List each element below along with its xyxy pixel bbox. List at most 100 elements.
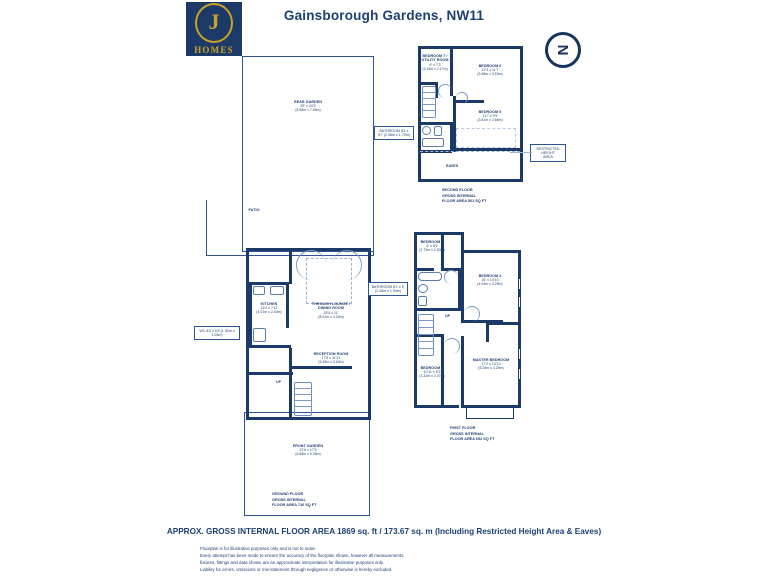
wall-bath-top	[441, 268, 461, 271]
kitchen-sink-fixture	[253, 286, 265, 295]
door-swing-bed2	[464, 306, 480, 322]
room-label-kitchen: KITCHEN 13'2 x 7'11 (4.01m x 2.40m)	[256, 302, 282, 315]
first-floor-caption: FIRST FLOOR GROSS INTERNAL FLOOR AREA 65…	[450, 426, 495, 441]
wall-left-outer	[418, 46, 421, 182]
stair-tread	[294, 388, 312, 389]
wall-front-right	[462, 405, 520, 408]
door-swing-bed3	[444, 338, 460, 354]
stair-tread	[422, 98, 436, 99]
room-label-bedroom-3: BEDROOM 3 10'11 x 8'2 (3.32m x 2.47m)	[419, 366, 445, 379]
room-label-reception-room: RECEPTION ROOM 17'8 x 11'11 (5.39m x 3.6…	[313, 352, 349, 365]
stair-tread	[294, 400, 312, 401]
wall-right-outer	[518, 250, 521, 408]
ground-floor-plan: REAR GARDEN 25' x 24'9 (8.58m x 7.55m) P…	[186, 52, 386, 516]
door-swing-rear-1	[296, 250, 326, 280]
stair-tread	[418, 348, 434, 349]
lounge-ceiling-feature	[306, 258, 352, 304]
basin-fixture	[418, 284, 428, 293]
wall-bath-right	[450, 122, 453, 152]
stair-tread	[418, 341, 434, 342]
room-label-bathroom: BATHROOM 8'1 x 5' (2.45m x 1.53m)	[368, 282, 408, 296]
room-label-bedroom-7-utility: BEDROOM 7 / UTILITY ROOM 9' x 7'2 (3.15m…	[421, 54, 449, 71]
wall-bath-right	[458, 268, 461, 310]
wall-right-outer	[520, 46, 523, 182]
door-swing-bathroom	[444, 270, 458, 284]
restricted-leader-line	[510, 152, 532, 153]
wall-bath-top	[418, 122, 452, 125]
room-label-rear-garden: REAR GARDEN 25' x 24'9 (8.58m x 7.55m)	[293, 100, 322, 113]
window-mark	[518, 296, 521, 308]
bath-fixture	[422, 138, 444, 147]
stair-direction-label: UP	[276, 380, 281, 384]
eaves-divider	[420, 151, 520, 178]
ground-floor-caption: GROUND FLOOR GROSS INTERNAL FLOOR AREA 7…	[272, 492, 317, 507]
door-swing-landing	[438, 84, 452, 98]
basin-fixture	[422, 126, 431, 135]
door-swing-bed6	[456, 92, 468, 104]
kitchen-hob-fixture	[253, 328, 266, 342]
wall-rear	[418, 46, 523, 49]
wall-kitchen-top	[249, 282, 289, 285]
wall-corridor	[453, 96, 456, 152]
stair-tread	[422, 92, 436, 93]
room-label-master-bedroom: MASTER BEDROOM 17'2 x 10'10 (5.26m x 3.2…	[472, 358, 510, 371]
wall-wc	[249, 372, 293, 375]
first-floor-plan: BEDROOM 4 9' x 8'2 (2.73m x 2.50m) BEDRO…	[368, 226, 590, 456]
wall-bath-bottom	[414, 308, 461, 311]
wall-ensuite-left	[486, 322, 489, 342]
second-floor-caption: SECOND FLOOR GROSS INTERNAL FLOOR AREA 5…	[442, 188, 487, 203]
room-label-wc: WC 8'2 x 5'5 (1.50m x 1.03m)	[194, 326, 240, 340]
room-label-patio: PATIO	[248, 208, 260, 212]
window-mark	[518, 348, 521, 360]
stair-tread	[418, 334, 434, 335]
wall-landing-left	[435, 82, 438, 98]
wall-left-outer	[246, 248, 249, 420]
bay-window	[466, 407, 514, 419]
wall-bed2-left	[461, 252, 464, 322]
wall-bed4-right	[441, 234, 444, 271]
window-mark	[518, 278, 521, 290]
wall-kitchen-left	[249, 282, 252, 348]
page-title: Gainsborough Gardens, NW11	[283, 8, 485, 23]
wall-bed4-bottom	[414, 268, 434, 271]
room-label-through-lounge: THROUGH LOUNGE / DINING ROOM 25'5 x 11' …	[311, 302, 351, 319]
gross-area-statement: APPROX. GROSS INTERNAL FLOOR AREA 1869 s…	[166, 527, 602, 536]
door-mark-rear-2	[336, 248, 358, 251]
stair-tread	[294, 406, 312, 407]
front-garden-outline	[244, 412, 370, 516]
wall-eaves-top	[456, 148, 520, 151]
stair-tread	[418, 320, 434, 321]
kitchen-counter-fixture	[270, 286, 284, 295]
wall-lounge-front	[290, 366, 352, 369]
window-mark	[518, 368, 521, 380]
stair-tread	[418, 327, 434, 328]
stair-direction-label: UP	[445, 314, 450, 318]
wall-right-outer	[368, 248, 371, 420]
wall-reception-left	[289, 382, 292, 420]
door-swing-rear-2	[332, 250, 362, 280]
stair-tread	[422, 104, 436, 105]
wall-front-left	[414, 405, 459, 408]
toilet-fixture	[434, 126, 442, 136]
wall-master-left	[461, 336, 464, 408]
wall-passage	[289, 250, 292, 284]
disclaimer-text: Floorplan is for illustrative purposes o…	[200, 546, 405, 573]
room-label-bedroom-6: BEDROOM 6 12'3 x 11'7 (3.68m x 3.53m)	[477, 64, 503, 77]
wall-bed2-bottom	[461, 320, 503, 323]
eaves-label: EAVES	[446, 164, 459, 168]
stair-tread	[422, 110, 436, 111]
wall-front	[246, 417, 371, 420]
staircase	[418, 314, 434, 356]
stair-tread	[294, 394, 312, 395]
staircase	[422, 86, 436, 118]
room-label-bathroom: BATHROOM 8'1 x 5'7 (2.46m x 1.70m)	[374, 126, 414, 140]
bath-fixture	[418, 272, 442, 281]
wall-bed7-right	[450, 46, 453, 84]
room-label-bedroom-2: BEDROOM 2 15' x 10'10 (4.04m x 3.29m)	[477, 274, 503, 287]
wall-kitchen-right	[286, 282, 289, 328]
room-label-bedroom-4: BEDROOM 4 9' x 8'2 (2.73m x 2.50m)	[419, 240, 445, 253]
room-label-front-garden: FRONT GARDEN 22'6 x 17'6 (6.88m x 5.36m)	[292, 444, 324, 457]
wall-kitchen-bottom	[249, 345, 291, 348]
logo-wordmark: HOMES	[194, 45, 234, 55]
